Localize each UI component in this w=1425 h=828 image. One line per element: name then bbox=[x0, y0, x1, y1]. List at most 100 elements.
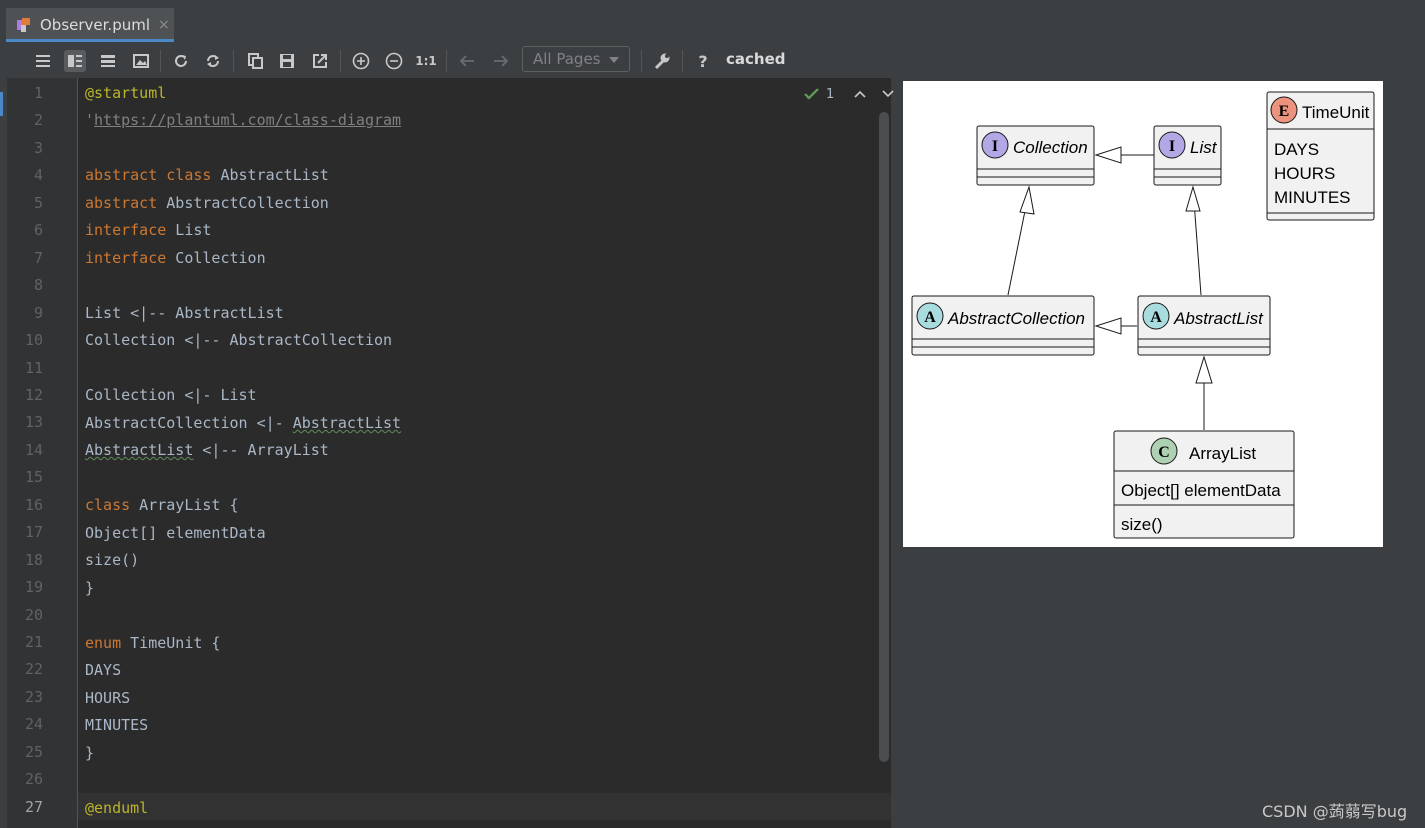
svg-text:AbstractCollection: AbstractCollection bbox=[947, 309, 1085, 328]
zoom-in-icon[interactable] bbox=[350, 50, 372, 72]
class-abstractlist: A AbstractList bbox=[1137, 295, 1271, 356]
code-line: } bbox=[85, 579, 95, 597]
code-line: interface List bbox=[85, 221, 212, 239]
svg-text:size(): size() bbox=[1121, 515, 1163, 534]
code-line: HOURS bbox=[85, 689, 131, 707]
tab-observer-puml[interactable]: Observer.puml × bbox=[6, 8, 174, 41]
save-icon[interactable] bbox=[276, 50, 298, 72]
code-line: class ArrayList { bbox=[85, 496, 239, 514]
page-select[interactable]: All Pages bbox=[522, 46, 630, 72]
toolbar-separator bbox=[641, 50, 642, 72]
svg-text:Object[] elementData: Object[] elementData bbox=[1121, 481, 1281, 500]
vertical-scrollbar[interactable] bbox=[879, 112, 889, 762]
editor-tab-bar: Observer.puml × bbox=[0, 8, 1425, 43]
code-line: interface Collection bbox=[85, 249, 266, 267]
class-collection: I Collection bbox=[976, 125, 1095, 186]
line-number: 16 bbox=[24, 495, 43, 514]
code-line: 'https://plantuml.com/class-diagram bbox=[85, 111, 402, 129]
class-abstractcollection: A AbstractCollection bbox=[911, 295, 1095, 356]
line-number: 1 bbox=[33, 84, 43, 102]
plantuml-file-icon bbox=[16, 17, 32, 33]
code-line: AbstractList <|-- ArrayList bbox=[85, 441, 329, 459]
line-number: 14 bbox=[24, 440, 43, 459]
line-number: 12 bbox=[24, 385, 43, 404]
line-number: 10 bbox=[24, 331, 43, 350]
line-number: 11 bbox=[24, 358, 43, 377]
external-open-icon[interactable] bbox=[309, 50, 331, 72]
line-number: 20 bbox=[24, 605, 43, 624]
sync-icon[interactable] bbox=[202, 50, 224, 72]
class-list: I List bbox=[1153, 125, 1222, 186]
line-number: 3 bbox=[33, 138, 43, 157]
line-number: 22 bbox=[24, 660, 43, 679]
tab-label: Observer.puml bbox=[40, 15, 151, 34]
enum-timeunit: E TimeUnit DAYS HOURS MINUTES bbox=[1266, 91, 1375, 221]
svg-text:TimeUnit: TimeUnit bbox=[1302, 103, 1370, 122]
line-number: 13 bbox=[24, 413, 43, 432]
code-line: Object[] elementData bbox=[85, 524, 266, 542]
image-icon[interactable] bbox=[130, 50, 152, 72]
line-number: 19 bbox=[24, 578, 43, 597]
toolbar-separator bbox=[340, 50, 341, 72]
svg-text:DAYS: DAYS bbox=[1274, 140, 1319, 159]
show-editor-and-preview-icon[interactable] bbox=[64, 50, 86, 72]
svg-text:E: E bbox=[1279, 103, 1290, 120]
zoom-out-icon[interactable] bbox=[383, 50, 405, 72]
previous-page-icon[interactable] bbox=[456, 50, 478, 72]
refresh-icon[interactable] bbox=[170, 50, 192, 72]
toolbar-separator bbox=[682, 50, 683, 72]
line-number: 18 bbox=[24, 550, 43, 569]
actual-size-button[interactable]: 1:1 bbox=[415, 54, 437, 68]
chevron-down-icon[interactable] bbox=[882, 86, 894, 102]
toolbar-separator bbox=[233, 50, 234, 72]
svg-text:HOURS: HOURS bbox=[1274, 164, 1335, 183]
line-number: 4 bbox=[33, 166, 43, 185]
line-number: 6 bbox=[33, 221, 43, 240]
code-line: Collection <|- List bbox=[85, 386, 257, 404]
line-number: 23 bbox=[24, 687, 43, 706]
next-page-icon[interactable] bbox=[490, 50, 512, 72]
help-icon[interactable]: ? bbox=[698, 51, 708, 71]
line-number: 5 bbox=[33, 193, 43, 212]
code-line: Collection <|-- AbstractCollection bbox=[85, 331, 393, 349]
svg-text:ArrayList: ArrayList bbox=[1189, 444, 1256, 463]
code-line: abstract class AbstractList bbox=[85, 166, 329, 184]
svg-text:MINUTES: MINUTES bbox=[1274, 188, 1351, 207]
copy-icon[interactable] bbox=[244, 50, 266, 72]
cache-status: cached bbox=[726, 50, 786, 68]
code-line: enum TimeUnit { bbox=[85, 634, 221, 652]
tool-window-marker[interactable] bbox=[0, 92, 3, 116]
edge-abstractcollection-collection bbox=[1007, 200, 1028, 296]
inspection-widget[interactable]: 1 bbox=[804, 86, 894, 102]
line-number: 25 bbox=[24, 742, 43, 761]
code-line: } bbox=[85, 744, 95, 762]
code-line: abstract AbstractCollection bbox=[85, 194, 329, 212]
uml-preview: I Collection I List E TimeUnit DAYS HOUR… bbox=[903, 81, 1383, 547]
show-editor-only-icon[interactable] bbox=[32, 50, 54, 72]
line-number: 8 bbox=[33, 276, 43, 295]
line-number: 21 bbox=[24, 633, 43, 651]
line-number: 9 bbox=[33, 303, 43, 322]
toolbar-separator bbox=[160, 50, 161, 72]
show-preview-only-icon[interactable] bbox=[97, 50, 119, 72]
watermark: CSDN @蒟蒻写bug bbox=[1262, 802, 1408, 821]
code-line: AbstractCollection <|- AbstractList bbox=[85, 414, 402, 432]
close-icon[interactable]: × bbox=[158, 16, 170, 33]
settings-wrench-icon[interactable] bbox=[651, 50, 673, 72]
line-number: 7 bbox=[33, 248, 43, 267]
line-number: 24 bbox=[24, 715, 43, 734]
toolbar-separator bbox=[446, 50, 447, 72]
code-line: @enduml bbox=[85, 799, 149, 817]
url-link: https://plantuml.com/class-diagram bbox=[94, 111, 402, 129]
svg-text:I: I bbox=[1169, 138, 1175, 155]
svg-text:Collection: Collection bbox=[1013, 138, 1088, 157]
class-arraylist: C ArrayList Object[] elementData size() bbox=[1113, 430, 1295, 539]
svg-text:C: C bbox=[1158, 444, 1170, 461]
code-line: List <|-- AbstractList bbox=[85, 304, 284, 322]
code-line: @startuml bbox=[85, 84, 167, 102]
check-icon bbox=[804, 88, 819, 100]
svg-text:A: A bbox=[1150, 309, 1162, 326]
chevron-up-icon[interactable] bbox=[854, 86, 866, 102]
